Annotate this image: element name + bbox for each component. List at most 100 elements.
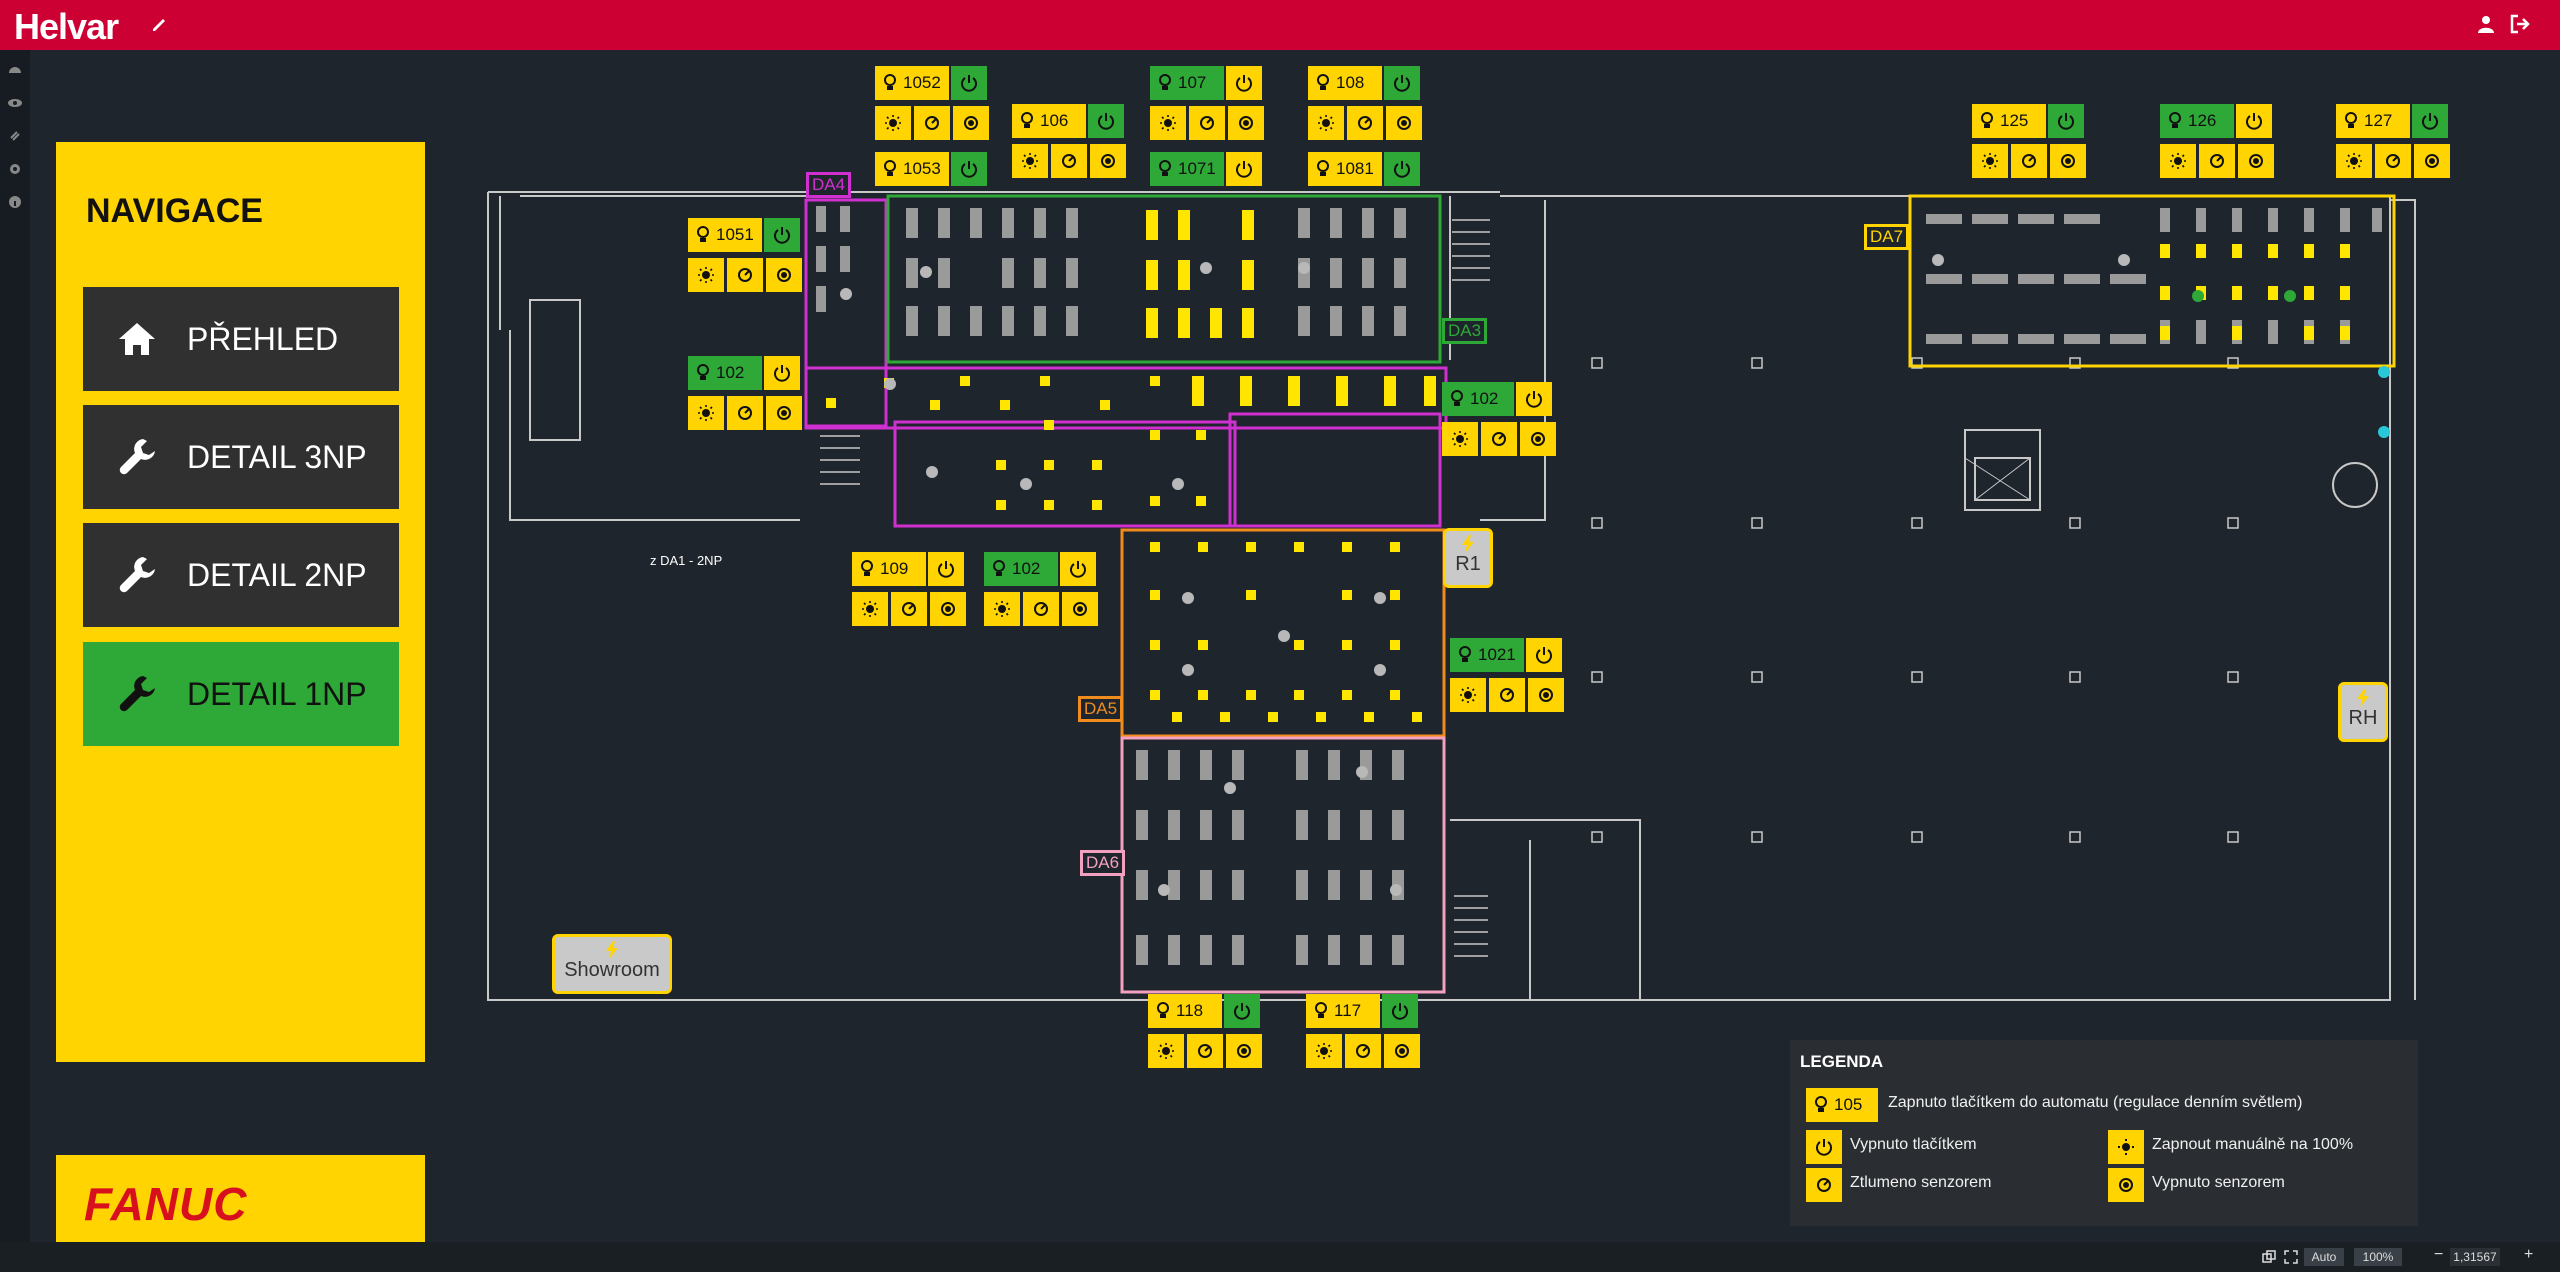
room-r1052-button[interactable]: 1052 <box>875 66 949 100</box>
fit-icon[interactable] <box>2262 1250 2276 1264</box>
room-r102b-power-button[interactable] <box>1516 382 1552 416</box>
room-r102c-manual-button[interactable] <box>984 592 1020 626</box>
gear-icon[interactable] <box>7 161 23 177</box>
room-r125-sensor-off-button[interactable] <box>2050 144 2086 178</box>
room-r106-manual-button[interactable] <box>1012 144 1048 178</box>
room-r108-sensor-off-button[interactable] <box>1386 106 1422 140</box>
room-r107-manual-button[interactable] <box>1150 106 1186 140</box>
room-r117-sensor-off-button[interactable] <box>1384 1034 1420 1068</box>
room-r102a-sensor-off-button[interactable] <box>766 396 802 430</box>
room-r127-dim-button[interactable] <box>2375 144 2411 178</box>
room-r1051-sensor-off-button[interactable] <box>766 258 802 292</box>
room-r107-button[interactable]: 107 <box>1150 66 1224 100</box>
room-r1021-sensor-off-button[interactable] <box>1528 678 1564 712</box>
room-r107-power-button[interactable] <box>1226 66 1262 100</box>
room-r1052-power-button[interactable] <box>951 66 987 100</box>
room-r102c-button[interactable]: 102 <box>984 552 1058 586</box>
room-r106-power-button[interactable] <box>1088 104 1124 138</box>
room-r102a-dim-button[interactable] <box>727 396 763 430</box>
room-r102b-manual-button[interactable] <box>1442 422 1478 456</box>
room-r102a-power-button[interactable] <box>764 356 800 390</box>
room-r109-button[interactable]: 109 <box>852 552 926 586</box>
room-r126-power-button[interactable] <box>2236 104 2272 138</box>
room-r102b-sensor-off-button[interactable] <box>1520 422 1556 456</box>
room-r1052-dim-button[interactable] <box>914 106 950 140</box>
room-r126-button[interactable]: 126 <box>2160 104 2234 138</box>
room-r1051-dim-button[interactable] <box>727 258 763 292</box>
room-r109-sensor-off-button[interactable] <box>930 592 966 626</box>
dashboard-icon[interactable] <box>7 62 23 78</box>
sensor-r1-button[interactable]: R1 <box>1443 528 1493 588</box>
room-r126-sensor-off-button[interactable] <box>2238 144 2274 178</box>
room-r117-button[interactable]: 117 <box>1306 994 1380 1028</box>
room-r108-power-button[interactable] <box>1384 66 1420 100</box>
room-r102c-dim-button[interactable] <box>1023 592 1059 626</box>
room-r108-dim-button[interactable] <box>1347 106 1383 140</box>
room-r125-dim-button[interactable] <box>2011 144 2047 178</box>
room-r106-button[interactable]: 106 <box>1012 104 1086 138</box>
room-r118-dim-button[interactable] <box>1187 1034 1223 1068</box>
room-r1053-button[interactable]: 1053 <box>875 152 949 186</box>
link-icon[interactable] <box>7 128 23 144</box>
room-r106-sensor-off-button[interactable] <box>1090 144 1126 178</box>
room-r1071-button[interactable]: 1071 <box>1150 152 1224 186</box>
room-r1051-button[interactable]: 1051 <box>688 218 762 252</box>
room-r102b-dim-button[interactable] <box>1481 422 1517 456</box>
room-r1021-power-button[interactable] <box>1526 638 1562 672</box>
eye-icon[interactable] <box>7 95 23 111</box>
scale-input[interactable]: 1,31567 <box>2450 1248 2500 1266</box>
room-r117-dim-button[interactable] <box>1345 1034 1381 1068</box>
room-r1071-power-button[interactable] <box>1226 152 1262 186</box>
room-r1021-button[interactable]: 1021 <box>1450 638 1524 672</box>
room-r1051-power-button[interactable] <box>764 218 800 252</box>
room-r1081-power-button[interactable] <box>1384 152 1420 186</box>
logout-icon[interactable] <box>2508 12 2532 36</box>
room-r109-dim-button[interactable] <box>891 592 927 626</box>
room-r118-manual-button[interactable] <box>1148 1034 1184 1068</box>
nav-detail-3np-button[interactable]: DETAIL 3NP <box>83 405 399 509</box>
nav-detail-2np-button[interactable]: DETAIL 2NP <box>83 523 399 627</box>
room-r118-power-button[interactable] <box>1224 994 1260 1028</box>
nav-overview-button[interactable]: PŘEHLED <box>83 287 399 391</box>
info-icon[interactable] <box>7 194 23 210</box>
nav-detail-1np-button[interactable]: DETAIL 1NP <box>83 642 399 746</box>
room-r109-power-button[interactable] <box>928 552 964 586</box>
room-r125-button[interactable]: 125 <box>1972 104 2046 138</box>
showroom-button[interactable]: Showroom <box>552 934 672 994</box>
room-r107-sensor-off-button[interactable] <box>1228 106 1264 140</box>
room-r108-manual-button[interactable] <box>1308 106 1344 140</box>
room-r118-button[interactable]: 118 <box>1148 994 1222 1028</box>
fullscreen-icon[interactable] <box>2284 1250 2298 1264</box>
room-r1052-sensor-off-button[interactable] <box>953 106 989 140</box>
room-r127-button[interactable]: 127 <box>2336 104 2410 138</box>
auto-zoom-button[interactable]: Auto <box>2304 1248 2344 1266</box>
pencil-icon[interactable] <box>150 14 170 34</box>
room-r102a-manual-button[interactable] <box>688 396 724 430</box>
room-r1021-dim-button[interactable] <box>1489 678 1525 712</box>
room-r102c-power-button[interactable] <box>1060 552 1096 586</box>
room-r118-sensor-off-button[interactable] <box>1226 1034 1262 1068</box>
room-r1051-manual-button[interactable] <box>688 258 724 292</box>
zoom-in-button[interactable]: + <box>2524 1246 2534 1263</box>
room-r109-manual-button[interactable] <box>852 592 888 626</box>
room-r102c-sensor-off-button[interactable] <box>1062 592 1098 626</box>
room-r127-sensor-off-button[interactable] <box>2414 144 2450 178</box>
room-r1053-power-button[interactable] <box>951 152 987 186</box>
room-r125-power-button[interactable] <box>2048 104 2084 138</box>
room-r102a-button[interactable]: 102 <box>688 356 762 390</box>
room-r127-manual-button[interactable] <box>2336 144 2372 178</box>
room-r117-power-button[interactable] <box>1382 994 1418 1028</box>
room-r102b-button[interactable]: 102 <box>1442 382 1514 416</box>
room-r106-dim-button[interactable] <box>1051 144 1087 178</box>
room-r108-button[interactable]: 108 <box>1308 66 1382 100</box>
room-r126-manual-button[interactable] <box>2160 144 2196 178</box>
user-icon[interactable] <box>2474 12 2498 36</box>
room-r107-dim-button[interactable] <box>1189 106 1225 140</box>
room-r1081-button[interactable]: 1081 <box>1308 152 1382 186</box>
zoom-level[interactable]: 100% <box>2354 1248 2402 1266</box>
room-r1052-manual-button[interactable] <box>875 106 911 140</box>
room-r126-dim-button[interactable] <box>2199 144 2235 178</box>
room-r127-power-button[interactable] <box>2412 104 2448 138</box>
room-r1021-manual-button[interactable] <box>1450 678 1486 712</box>
room-r125-manual-button[interactable] <box>1972 144 2008 178</box>
